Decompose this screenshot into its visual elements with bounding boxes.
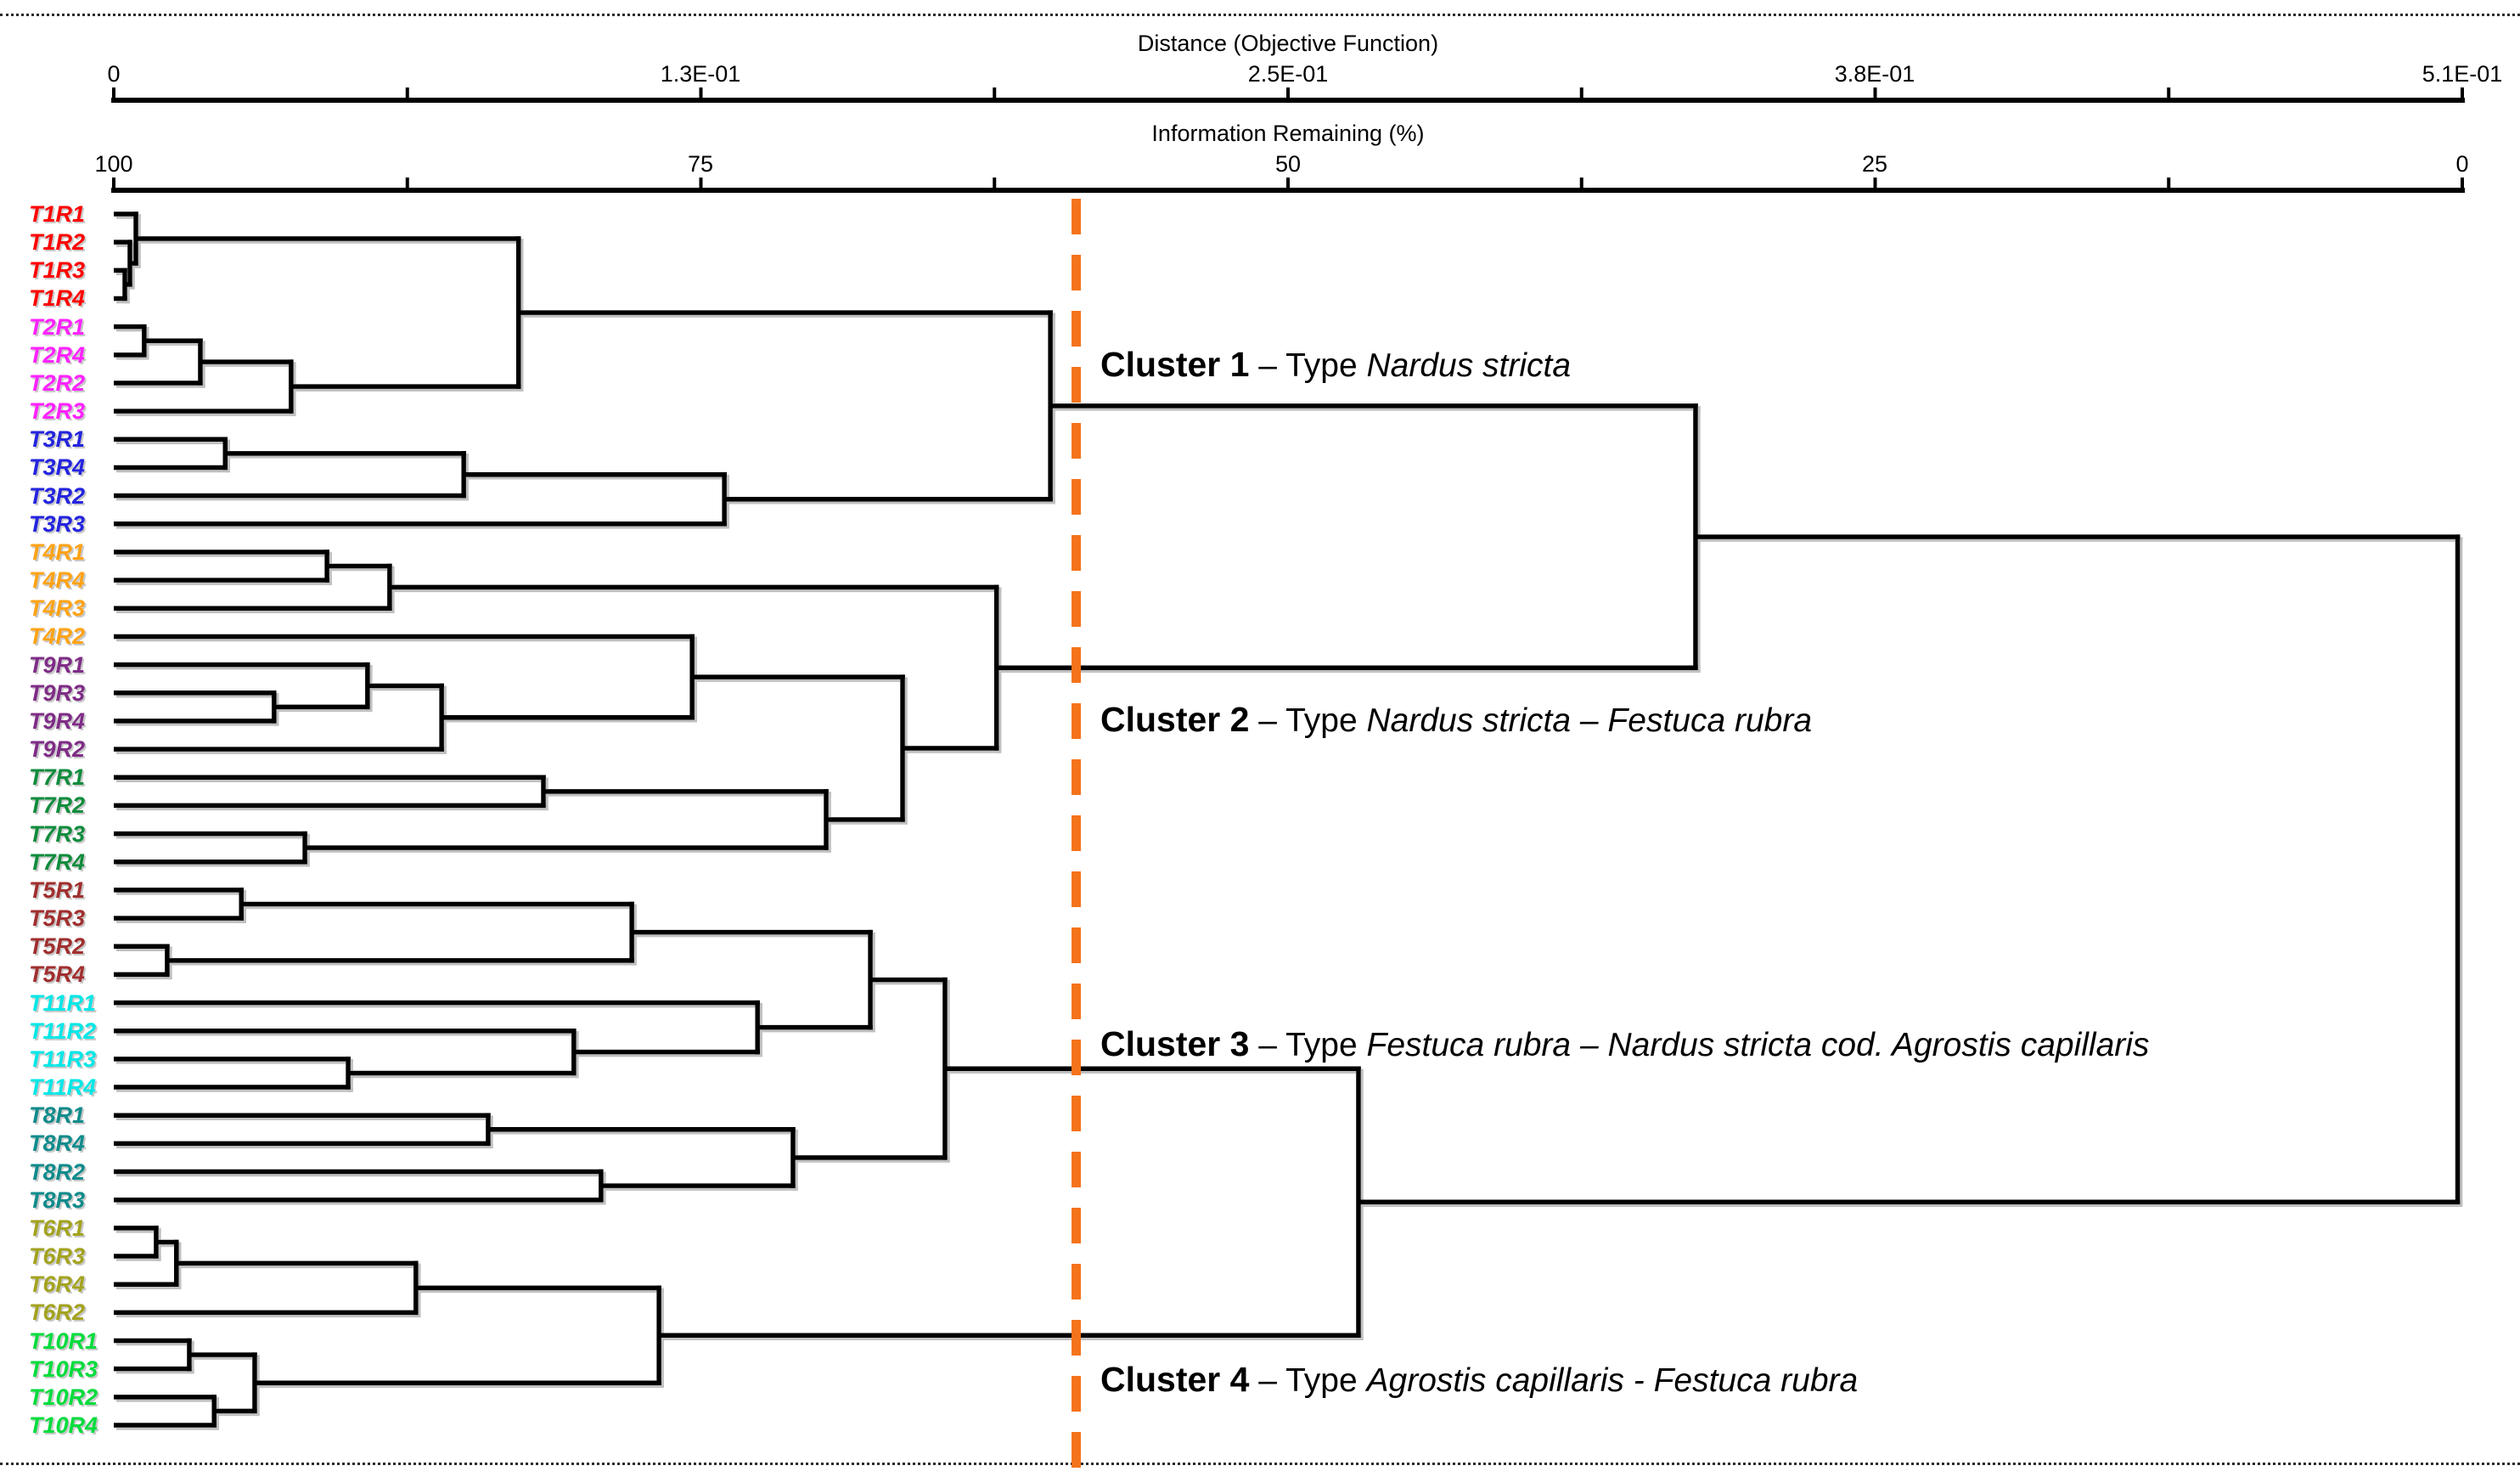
cluster-2-name: Cluster 2 [1100, 700, 1250, 739]
information-axis-title: Information Remaining (%) [1151, 121, 1425, 146]
leaf-label-T8R4: T8R4 [29, 1130, 86, 1157]
leaf-label-T11R4: T11R4 [29, 1074, 97, 1101]
leaf-label-T2R2: T2R2 [29, 369, 86, 396]
leaf-label-T10R1: T10R1 [29, 1328, 98, 1354]
leaf-label-T6R1: T6R1 [29, 1215, 86, 1241]
information-tick-label: 25 [1861, 151, 1888, 177]
leaf-label-T8R3: T8R3 [29, 1187, 86, 1213]
cluster-3-name: Cluster 3 [1100, 1024, 1250, 1063]
information-tick-label: 100 [94, 151, 133, 177]
leaf-label-T7R4: T7R4 [29, 848, 86, 875]
leaf-label-T4R4: T4R4 [29, 567, 86, 594]
leaf-label-T9R1: T9R1 [29, 651, 86, 678]
leaf-label-T6R3: T6R3 [29, 1243, 86, 1270]
cluster-2-type: Nardus stricta – Festuca rubra [1366, 702, 1813, 739]
leaf-label-T5R1: T5R1 [29, 877, 86, 903]
leaf-label-T4R3: T4R3 [29, 595, 86, 622]
cluster-1-type: Nardus stricta [1366, 347, 1572, 384]
leaf-label-T11R2: T11R2 [29, 1018, 97, 1044]
distance-tick-label: 0 [107, 61, 121, 87]
top-dotted-rule [0, 14, 2520, 16]
distance-tick-label: 3.8E-01 [1834, 61, 1915, 87]
leaf-label-T2R4: T2R4 [29, 341, 86, 368]
cluster-3-type: Festuca rubra – Nardus stricta cod. Agro… [1366, 1027, 2150, 1063]
leaf-label-T10R2: T10R2 [29, 1384, 98, 1410]
leaf-label-T1R1: T1R1 [29, 201, 86, 227]
leaf-label-T3R1: T3R1 [29, 426, 86, 453]
axis-lines [111, 87, 2465, 193]
cluster-3-sep: – Type [1249, 1027, 1367, 1063]
leaf-label-T6R4: T6R4 [29, 1271, 86, 1298]
leaf-label-T1R3: T1R3 [29, 257, 86, 284]
leaf-label-T8R1: T8R1 [29, 1102, 86, 1129]
leaf-label-T4R1: T4R1 [29, 538, 86, 565]
cluster-4-type: Agrostis capillaris - Festuca rubra [1366, 1362, 1859, 1399]
information-tick-label: 75 [687, 151, 714, 177]
leaf-label-T10R3: T10R3 [29, 1356, 98, 1382]
leaf-label-T9R3: T9R3 [29, 679, 86, 706]
leaf-label-T7R2: T7R2 [29, 792, 86, 819]
leaf-label-T2R1: T2R1 [29, 313, 86, 340]
leaf-label-T3R3: T3R3 [29, 510, 86, 537]
leaf-label-T3R2: T3R2 [29, 482, 86, 509]
cluster-4-name: Cluster 4 [1100, 1360, 1250, 1399]
cluster-4-sep: – Type [1249, 1362, 1367, 1399]
information-tick-label: 50 [1274, 151, 1302, 177]
leaf-label-T10R4: T10R4 [29, 1412, 98, 1438]
leaf-label-T6R2: T6R2 [29, 1299, 86, 1326]
leaf-label-T7R3: T7R3 [29, 820, 86, 847]
leaf-label-T8R2: T8R2 [29, 1158, 86, 1185]
bottom-dotted-rule [0, 1463, 2520, 1465]
distance-tick-label: 1.3E-01 [660, 61, 741, 87]
cluster-2-sep: – Type [1249, 702, 1367, 739]
cluster-1-name: Cluster 1 [1100, 345, 1250, 384]
cluster-2-label: Cluster 2 – Type Nardus stricta – Festuc… [1100, 700, 1812, 740]
leaf-label-T9R4: T9R4 [29, 707, 86, 734]
leaf-label-T11R1: T11R1 [29, 989, 97, 1016]
leaf-label-T5R3: T5R3 [29, 905, 86, 932]
leaf-label-T1R4: T1R4 [29, 285, 86, 312]
leaf-label-T2R3: T2R3 [29, 398, 86, 425]
leaf-label-T3R4: T3R4 [29, 454, 86, 481]
leaf-label-T4R2: T4R2 [29, 623, 86, 650]
leaf-label-T1R2: T1R2 [29, 229, 86, 256]
cluster-1-sep: – Type [1249, 347, 1367, 384]
leaf-label-T9R2: T9R2 [29, 736, 86, 763]
leaf-label-T5R2: T5R2 [29, 933, 86, 960]
leaf-label-T5R4: T5R4 [29, 961, 86, 988]
information-tick-label: 0 [2455, 151, 2469, 177]
distance-tick-label: 5.1E-01 [2422, 61, 2503, 87]
leaf-label-T11R3: T11R3 [29, 1046, 97, 1072]
cluster-3-label: Cluster 3 – Type Festuca rubra – Nardus … [1100, 1024, 2149, 1064]
leaf-label-T7R1: T7R1 [29, 764, 86, 791]
distance-tick-label: 2.5E-01 [1247, 61, 1329, 87]
distance-axis-title: Distance (Objective Function) [1137, 31, 1439, 56]
dendrogram-links [114, 211, 2461, 1428]
cluster-1-label: Cluster 1 – Type Nardus stricta [1100, 345, 1571, 385]
cluster-4-label: Cluster 4 – Type Agrostis capillaris - F… [1100, 1360, 1858, 1400]
